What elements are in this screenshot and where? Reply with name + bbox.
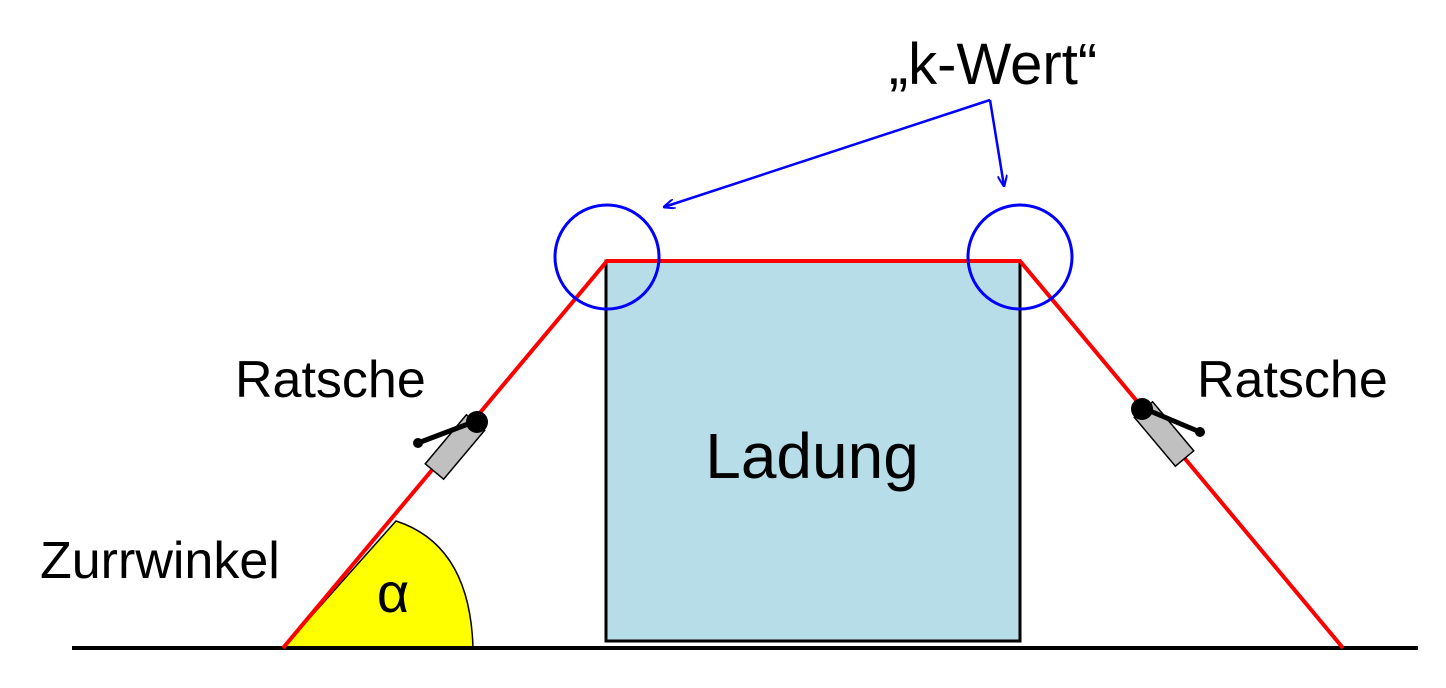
ratchet-left-icon: [413, 411, 488, 481]
cargo-label: Ladung: [705, 420, 919, 492]
ratchet-left-label: Ratsche: [235, 351, 426, 409]
k-value-circle-left: [553, 203, 661, 311]
arrow-right: [988, 99, 1004, 186]
ratchet-right-label: Ratsche: [1197, 351, 1388, 409]
alpha-label: α: [377, 561, 409, 624]
arrow-left: [664, 98, 991, 207]
lashing-angle-arc: [281, 520, 474, 649]
lashing-angle-label: Zurrwinkel: [40, 532, 280, 590]
k-value-label: „k-Wert“: [889, 32, 1097, 97]
cargo-box: [604, 259, 1022, 643]
k-value-circle-right: [966, 203, 1074, 311]
ratchet-right-icon: [1131, 398, 1205, 468]
